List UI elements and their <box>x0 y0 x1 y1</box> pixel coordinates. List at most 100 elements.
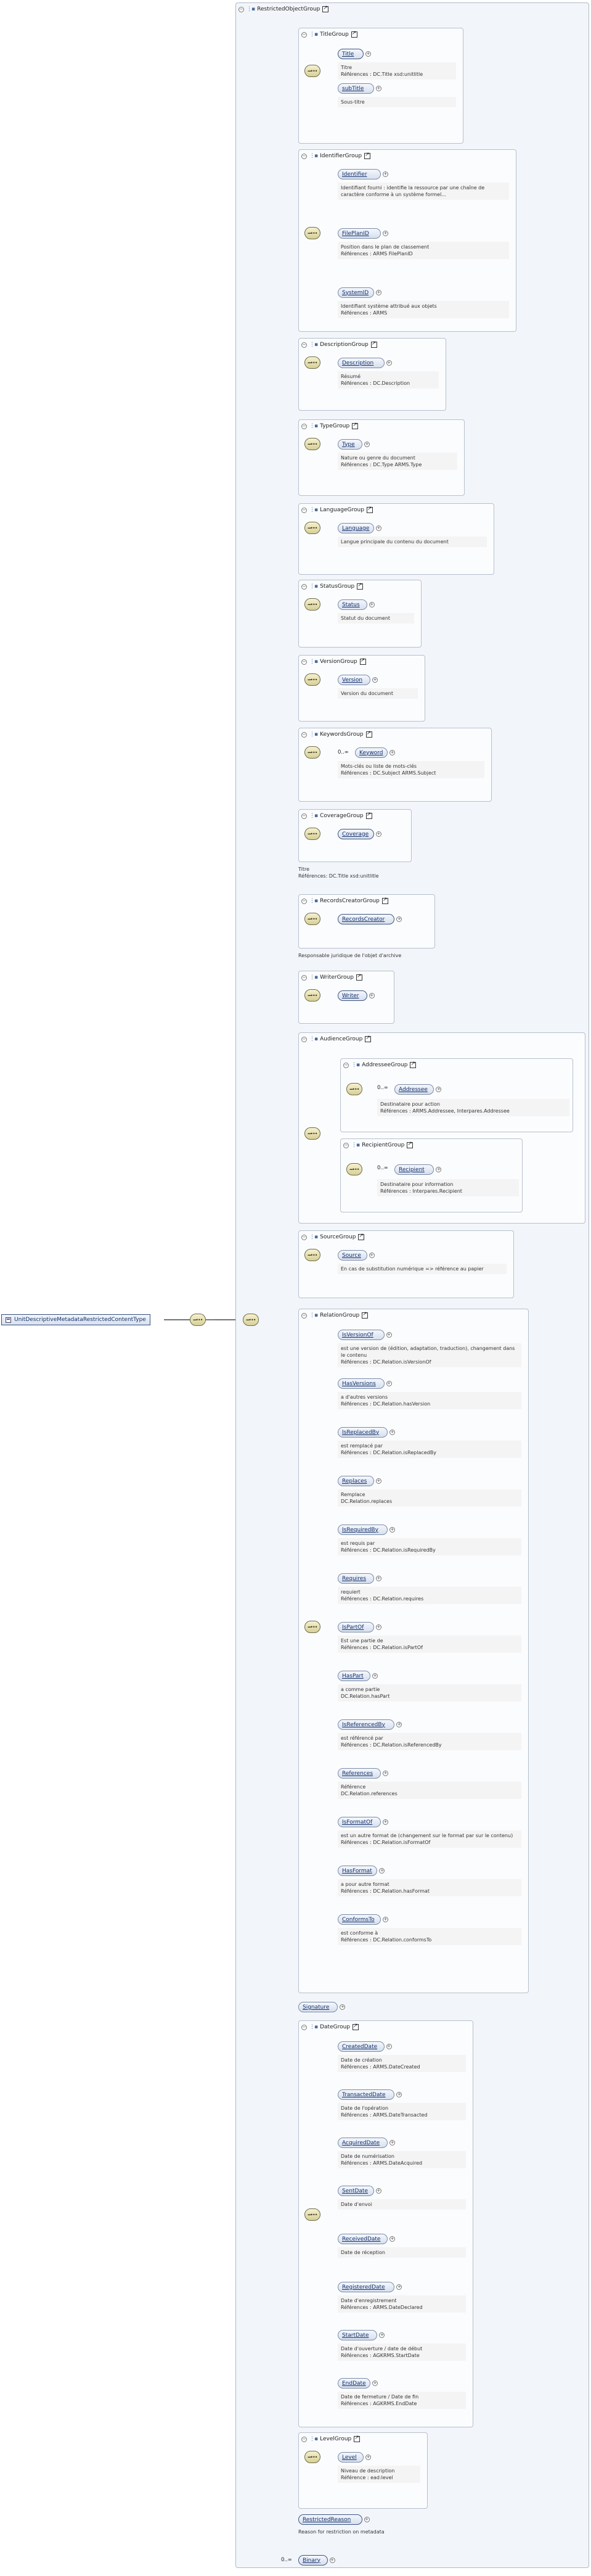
element-identifier[interactable]: Identifier <box>338 169 381 179</box>
collapse-icon[interactable]: − <box>301 898 307 904</box>
group-sequence-icon[interactable]: ━••• <box>304 598 320 611</box>
collapse-icon[interactable]: − <box>301 1312 307 1319</box>
expand-icon[interactable]: + <box>383 171 388 177</box>
element-source[interactable]: Source <box>338 1250 367 1261</box>
external-link-icon[interactable] <box>357 582 364 590</box>
expand-icon[interactable]: + <box>329 2557 335 2563</box>
expand-icon[interactable]: + <box>365 51 371 57</box>
group-sequence-icon[interactable]: ━••• <box>304 356 320 369</box>
expand-icon[interactable]: + <box>436 1167 442 1172</box>
element-language[interactable]: Language <box>338 523 374 533</box>
collapse-icon[interactable]: − <box>301 1036 307 1042</box>
expand-icon[interactable]: + <box>375 1624 381 1630</box>
group-sequence-icon[interactable]: ━••• <box>304 65 320 77</box>
element-type[interactable]: Type <box>338 439 362 450</box>
group-sequence-icon[interactable]: ━••• <box>304 1249 320 1261</box>
external-link-icon[interactable] <box>407 1141 414 1148</box>
group-sequence-icon[interactable]: ━••• <box>304 227 320 239</box>
element-requires[interactable]: Requires <box>338 1573 374 1584</box>
external-link-icon[interactable] <box>359 657 366 665</box>
expand-icon[interactable]: + <box>375 290 381 295</box>
element-level[interactable]: Level <box>338 2452 364 2463</box>
collapse-icon[interactable]: − <box>301 813 307 819</box>
element-isreplacedby[interactable]: IsReplacedBy <box>338 1427 388 1438</box>
expand-icon[interactable]: + <box>372 1673 378 1679</box>
element-enddate[interactable]: EndDate <box>338 2378 371 2389</box>
external-link-icon[interactable] <box>352 422 359 429</box>
element-signature[interactable]: Signature <box>298 2002 338 2012</box>
element-hasversions[interactable]: HasVersions <box>338 1378 385 1389</box>
collapse-icon[interactable]: − <box>301 153 307 159</box>
expand-icon[interactable]: + <box>389 1527 396 1533</box>
element-transacteddate[interactable]: TransactedDate <box>338 2089 395 2100</box>
expand-icon[interactable]: + <box>375 86 381 91</box>
group-sequence-icon[interactable]: ━••• <box>304 913 320 925</box>
external-link-icon[interactable] <box>366 506 373 513</box>
external-link-icon[interactable] <box>370 340 377 348</box>
expand-icon[interactable]: + <box>396 1722 402 1727</box>
element-systemid[interactable]: SystemID <box>338 287 374 298</box>
subgroup-sequence-icon[interactable]: ━••• <box>346 1083 362 1095</box>
external-link-icon[interactable] <box>353 2023 359 2030</box>
expand-icon[interactable]: + <box>383 1819 388 1825</box>
external-link-icon[interactable] <box>356 973 362 981</box>
external-link-icon[interactable] <box>358 1233 365 1240</box>
element-ispartof[interactable]: IsPartOf <box>338 1622 374 1632</box>
collapse-icon[interactable]: − <box>301 731 307 738</box>
audience-sequence-icon[interactable]: ━••• <box>304 1127 320 1140</box>
expand-icon[interactable]: + <box>389 2236 396 2242</box>
group-sequence-icon[interactable]: ━••• <box>304 522 320 534</box>
group-sequence-icon[interactable]: ━••• <box>304 2451 320 2463</box>
element-keyword[interactable]: Keyword <box>355 747 388 758</box>
element-hasformat[interactable]: HasFormat <box>338 1866 378 1876</box>
expand-icon[interactable]: + <box>375 831 381 837</box>
expand-icon[interactable]: + <box>372 2381 378 2386</box>
expand-icon[interactable]: + <box>375 1576 381 1581</box>
element-addressee[interactable]: Addressee <box>394 1084 434 1095</box>
element-isversionof[interactable]: IsVersionOf <box>338 1330 385 1340</box>
expand-icon[interactable]: + <box>369 1253 375 1258</box>
expand-icon[interactable]: + <box>389 750 396 755</box>
element-replaces[interactable]: Replaces <box>338 1476 374 1486</box>
expand-icon[interactable]: + <box>383 1771 388 1776</box>
element-writer[interactable]: Writer <box>338 990 367 1001</box>
element-status[interactable]: Status <box>338 599 367 610</box>
element-haspart[interactable]: HasPart <box>338 1671 371 1681</box>
expand-icon[interactable]: + <box>383 1917 388 1922</box>
expand-icon[interactable]: + <box>436 1087 442 1092</box>
group-sequence-icon[interactable]: ━••• <box>304 438 320 450</box>
external-link-icon[interactable] <box>365 812 372 819</box>
external-link-icon[interactable] <box>381 897 388 904</box>
element-version[interactable]: Version <box>338 675 371 685</box>
collapse-icon[interactable]: − <box>301 583 307 590</box>
expand-icon[interactable]: + <box>364 442 370 447</box>
expand-icon[interactable]: + <box>386 2044 392 2049</box>
group-sequence-icon[interactable]: ━••• <box>304 989 320 1002</box>
element-recordscreator[interactable]: RecordsCreator <box>338 914 395 924</box>
collapse-icon[interactable]: − <box>343 1142 349 1148</box>
expand-icon[interactable]: + <box>389 1430 396 1435</box>
element-startdate[interactable]: StartDate <box>338 2330 378 2340</box>
expand-icon[interactable]: + <box>369 602 375 607</box>
external-link-icon[interactable] <box>354 2435 361 2442</box>
collapse-icon[interactable]: − <box>301 1234 307 1240</box>
main-sequence-icon[interactable]: ━••• <box>243 1314 259 1326</box>
expand-icon[interactable]: + <box>372 677 378 683</box>
element-isformatof[interactable]: IsFormatOf <box>338 1817 381 1827</box>
collapse-icon[interactable]: − <box>301 507 307 513</box>
collapse-icon[interactable]: − <box>301 31 307 38</box>
expand-icon[interactable]: + <box>389 2140 396 2146</box>
group-sequence-icon[interactable]: ━••• <box>304 828 320 840</box>
element-description[interactable]: Description <box>338 358 385 368</box>
element-fileplanid[interactable]: FilePlanID <box>338 228 381 239</box>
group-sequence-icon[interactable]: ━••• <box>304 673 320 686</box>
collapse-icon[interactable]: − <box>343 1062 349 1068</box>
element-binary[interactable]: Binary <box>298 2555 328 2566</box>
expand-icon[interactable]: + <box>383 231 388 236</box>
subgroup-sequence-icon[interactable]: ━••• <box>346 1163 362 1175</box>
expand-icon[interactable]: + <box>386 360 392 366</box>
external-link-icon[interactable] <box>351 30 357 38</box>
element-registereddate[interactable]: RegisteredDate <box>338 2282 395 2292</box>
element-acquireddate[interactable]: AcquiredDate <box>338 2138 388 2148</box>
element-coverage[interactable]: Coverage <box>338 829 374 839</box>
